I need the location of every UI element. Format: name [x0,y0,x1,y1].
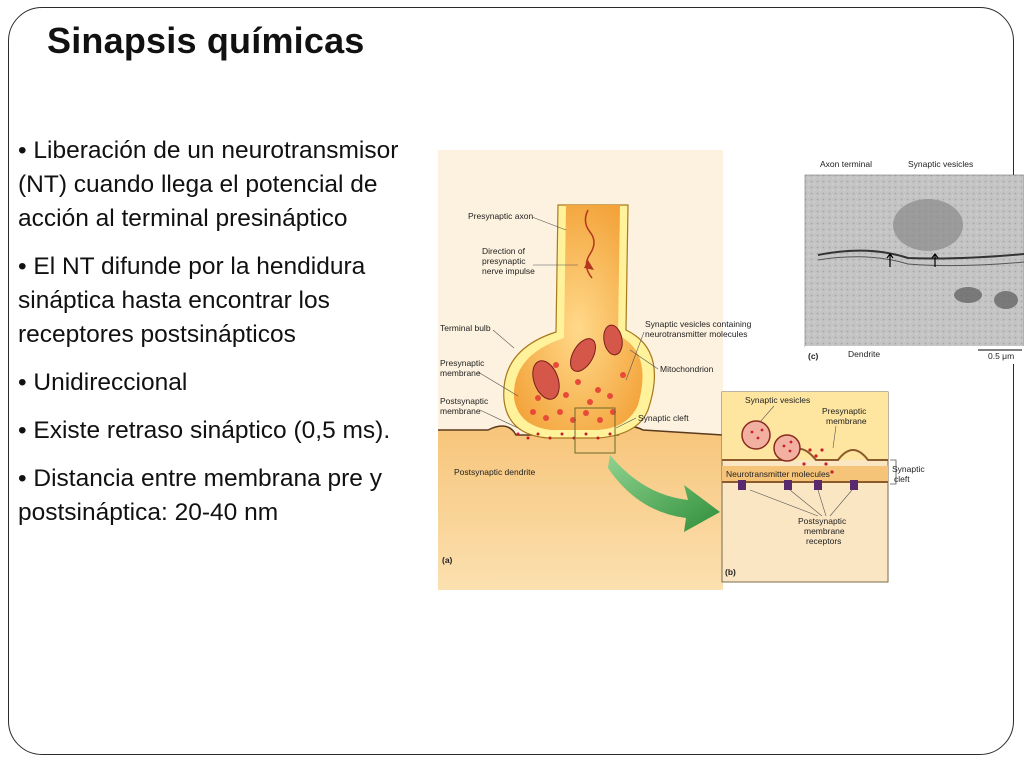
bullet-item: Existe retraso sináptico (0,5 ms). [18,414,418,448]
bullet-item: Unidireccional [18,366,418,400]
label-postsyn-membrane-1: Postsynaptic [440,396,489,406]
label-presynaptic-axon: Presynaptic axon [468,211,533,221]
label-presyn-membrane-2: membrane [440,368,481,378]
zoom-arrow [608,455,720,532]
label-c-scale: 0.5 μm [988,351,1014,361]
panel-b: Synaptic vesicles Presynaptic membrane N… [721,391,925,583]
panel-a-label: (a) [442,555,453,565]
panel-c-label: (c) [808,351,819,361]
label-b-cleft-1: Synaptic [892,464,925,474]
receptors [738,480,858,490]
label-postsynaptic-dendrite: Postsynaptic dendrite [454,467,536,477]
postsynaptic-dendrite-shape [438,426,723,590]
label-synaptic-vesicles-2: neurotransmitter molecules [645,329,748,339]
label-synaptic-cleft: Synaptic cleft [638,413,689,423]
bullet-item: Distancia entre membrana pre y postsináp… [18,462,418,530]
label-b-receptors-1: Postsynaptic [798,516,847,526]
label-presyn-membrane-1: Presynaptic [440,358,485,368]
panel-a: Presynaptic axon Direction of presynapti… [438,150,752,590]
synaptic-vesicles-dots [530,362,626,423]
label-c-dendrite: Dendrite [848,349,880,359]
label-b-synaptic-vesicles: Synaptic vesicles [745,395,810,405]
label-c-axon-terminal: Axon terminal [820,159,872,169]
label-c-synaptic-vesicles: Synaptic vesicles [908,159,973,169]
label-direction-3: nerve impulse [482,266,535,276]
synapse-figure: Presynaptic axon Direction of presynapti… [438,150,1024,590]
slide-title: Sinapsis químicas [47,20,365,61]
label-b-cleft-2: cleft [894,474,910,484]
label-b-receptors-3: receptors [806,536,841,546]
bullet-list: Liberación de un neurotransmisor (NT) cu… [18,134,418,544]
label-b-presyn-1: Presynaptic [822,406,867,416]
panel-b-label: (b) [725,567,736,577]
label-b-presyn-2: membrane [826,416,867,426]
bullet-item: Liberación de un neurotransmisor (NT) cu… [18,134,418,236]
label-b-receptors-2: membrane [804,526,845,536]
label-b-neurotransmitter: Neurotransmitter molecules [726,469,830,479]
label-postsyn-membrane-2: membrane [440,406,481,416]
label-mitochondrion: Mitochondrion [660,364,714,374]
mitochondria [532,324,623,400]
label-synaptic-vesicles-1: Synaptic vesicles containing [645,319,752,329]
label-direction-1: Direction of [482,246,526,256]
panel-c-micrograph: Axon terminal Synaptic vesicles Dendrite… [804,159,1024,364]
bullet-item: El NT difunde por la hendidura sináptica… [18,250,418,352]
label-direction-2: presynaptic [482,256,526,266]
label-terminal-bulb: Terminal bulb [440,323,491,333]
